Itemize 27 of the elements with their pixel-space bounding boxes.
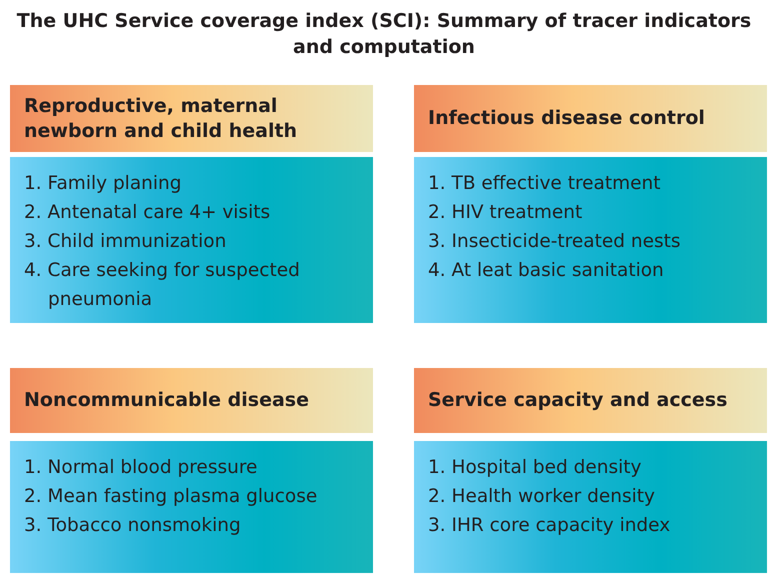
indicator-item: 2. HIV treatment — [428, 201, 582, 225]
indicator-list-panel — [414, 157, 767, 323]
indicator-list-panel — [10, 157, 373, 323]
indicator-item: 2. Antenatal care 4+ visits — [24, 201, 270, 225]
indicator-item: 3. Tobacco nonsmoking — [24, 514, 241, 538]
indicator-item: 1. Hospital bed density — [428, 456, 642, 480]
indicator-item: 4. At leat basic sanitation — [428, 259, 664, 283]
indicator-list-panel — [414, 441, 767, 573]
category-title: Service capacity and access — [428, 388, 728, 413]
category-title: Noncommunicable disease — [24, 388, 309, 413]
indicator-item: 4. Care seeking for suspected pneumonia — [24, 259, 301, 312]
category-title: Reproductive, maternal newborn and child health — [24, 94, 298, 144]
indicator-item: 1. Normal blood pressure — [24, 456, 258, 480]
indicator-item: 2. Health worker density — [428, 485, 655, 509]
diagram-title: The UHC Service coverage index (SCI): Summary of tracer indicators and computation — [16, 9, 752, 60]
indicator-item: 1. TB effective treatment — [428, 172, 660, 196]
indicator-item: 2. Mean fasting plasma glucose — [24, 485, 318, 509]
indicator-item: 1. Family planing — [24, 172, 182, 196]
indicator-item: 3. Insecticide-treated nests — [428, 230, 680, 254]
category-header-band — [414, 368, 767, 433]
category-title: Infectious disease control — [428, 106, 705, 131]
category-header-band — [10, 85, 373, 152]
indicator-item: 3. Child immunization — [24, 230, 226, 254]
indicator-item: 3. IHR core capacity index — [428, 514, 670, 538]
category-header-band — [414, 85, 767, 152]
category-header-band — [10, 368, 373, 433]
indicator-list-panel — [10, 441, 373, 573]
